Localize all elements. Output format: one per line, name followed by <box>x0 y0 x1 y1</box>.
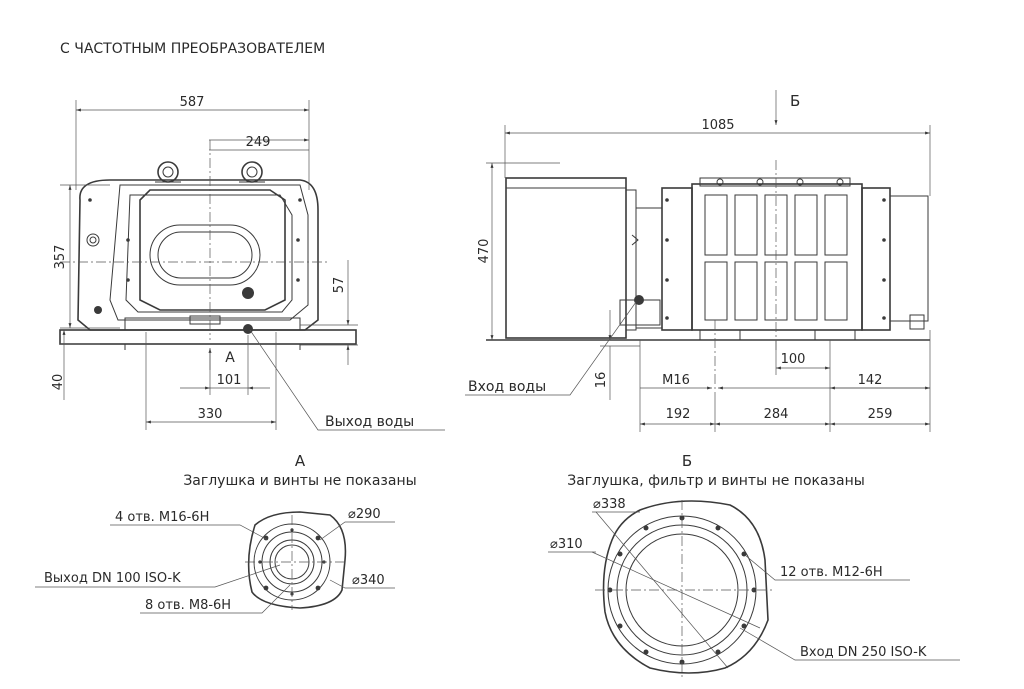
label-dia-338: ⌀338 <box>593 497 626 512</box>
label-holes-m16: 4 отв. М16-6Н <box>115 510 209 525</box>
detail-b-title: Б <box>682 452 692 470</box>
detail-view-b: Б Заглушка, фильтр и винты не показаны ⌀… <box>548 452 960 680</box>
dim-357: 357 <box>53 245 68 270</box>
dim-16: 16 <box>594 372 609 389</box>
front-view: 587 249 357 40 57 А 101 330 <box>51 95 445 431</box>
dim-249: 249 <box>246 135 271 150</box>
dim-284: 284 <box>764 407 789 422</box>
dim-470: 470 <box>477 239 492 264</box>
view-marker-b: Б <box>790 92 800 110</box>
dim-57: 57 <box>332 277 347 294</box>
dim-330: 330 <box>198 407 223 422</box>
label-water-in: Вход воды <box>468 379 546 395</box>
dim-259: 259 <box>868 407 893 422</box>
dim-1085: 1085 <box>701 118 734 133</box>
detail-a-subtitle: Заглушка и винты не показаны <box>183 473 416 489</box>
header-title: С ЧАСТОТНЫМ ПРЕОБРАЗОВАТЕЛЕМ <box>60 41 325 57</box>
dim-587: 587 <box>180 95 205 110</box>
label-outlet: Выход DN 100 ISO-K <box>44 571 181 586</box>
dim-142: 142 <box>858 373 883 388</box>
label-dia-340: ⌀340 <box>352 573 385 588</box>
label-holes-m12: 12 отв. М12-6Н <box>780 565 883 580</box>
dim-100: 100 <box>781 352 806 367</box>
side-view: Б 1085 470 16 Вход воды М16 100 142 <box>465 90 931 432</box>
label-inlet: Вход DN 250 ISO-K <box>800 645 927 660</box>
detail-view-a: А Заглушка и винты не показаны 4 отв. М1… <box>35 452 417 614</box>
label-water-out: Выход воды <box>325 414 414 430</box>
label-dia-290: ⌀290 <box>348 507 381 522</box>
detail-a-title: А <box>295 452 306 470</box>
detail-b-subtitle: Заглушка, фильтр и винты не показаны <box>567 473 865 489</box>
view-marker-a: А <box>225 350 235 366</box>
dim-192: 192 <box>666 407 691 422</box>
label-holes-m8: 8 отв. М8-6Н <box>145 598 231 613</box>
label-dia-310: ⌀310 <box>550 537 583 552</box>
dim-40: 40 <box>51 374 66 391</box>
thread-m16: М16 <box>662 373 690 388</box>
dim-101: 101 <box>217 373 242 388</box>
